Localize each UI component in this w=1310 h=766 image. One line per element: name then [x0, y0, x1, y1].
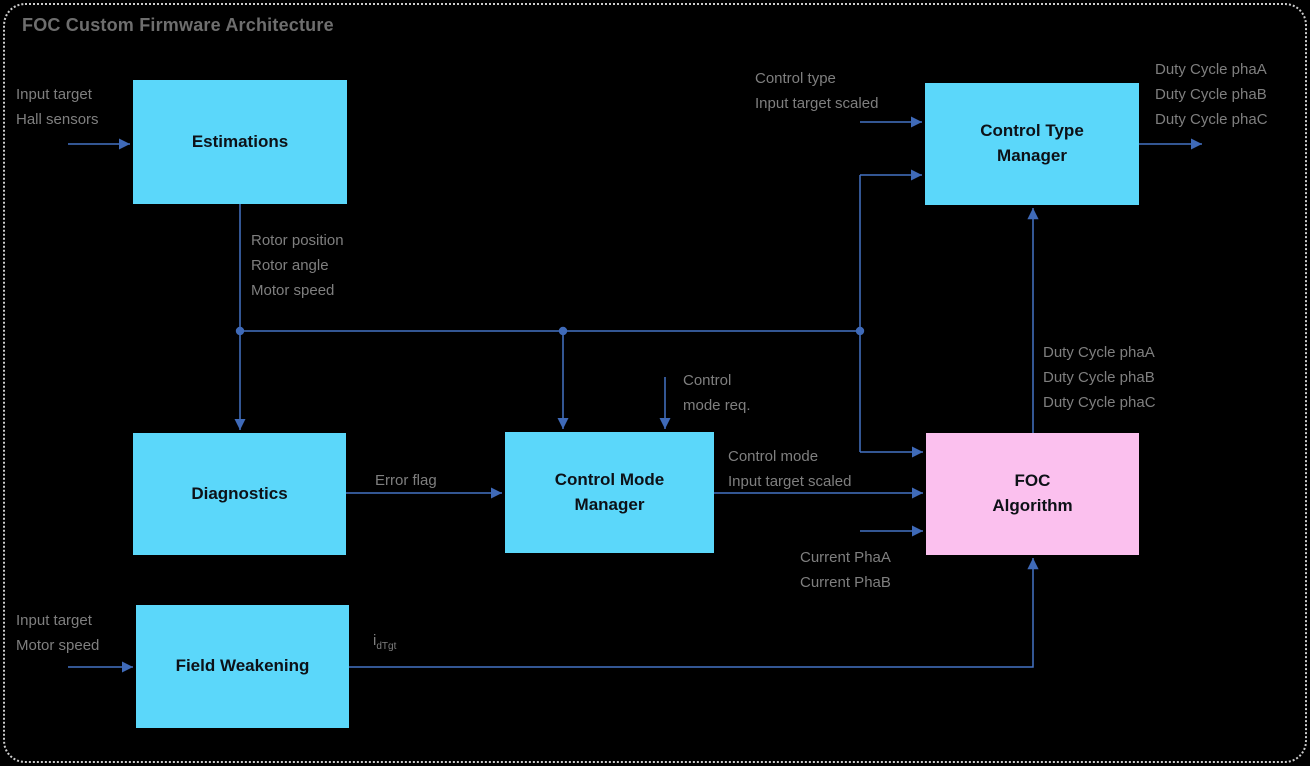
junction-dot — [235, 326, 245, 336]
edge-label-duty-cycle-phaa-mid: Duty Cycle phaA — [1043, 344, 1155, 361]
edge-label-input-target-scaled: Input target scaled — [755, 95, 879, 112]
block-label: Estimations — [191, 131, 289, 151]
block-label: Manager — [997, 146, 1067, 165]
block-foc-algorithm: FOC Algorithm — [926, 433, 1139, 555]
edge-label-duty-cycle-phac-mid: Duty Cycle phaC — [1043, 394, 1156, 411]
edge-label-duty-cycle-phaa: Duty Cycle phaA — [1155, 61, 1267, 78]
edge-label-input-target: Input target — [16, 86, 92, 103]
edge-label-rotor-angle: Rotor angle — [251, 257, 329, 274]
edge-label-motor-speed: Motor speed — [251, 282, 335, 299]
block-label: Manager — [574, 494, 645, 514]
edge-label-idtgt-sub: dTgt — [376, 641, 397, 652]
block-label: FOC — [1014, 471, 1051, 491]
edge-label-idtgt: idTgt — [373, 628, 396, 659]
connector-field-weakening-to-foc — [349, 558, 1039, 668]
page-title: FOC Custom Firmware Architecture — [22, 15, 334, 35]
edge-label-idtgt-base: i — [373, 632, 377, 649]
edge-label-motor-speed-fw: Motor speed — [16, 637, 100, 654]
edge-label-hall-sensors: Hall sensors — [16, 111, 99, 128]
block-label: Control Type — [980, 121, 1084, 141]
edge-label-control-mode-req-1: Control — [683, 372, 732, 389]
edge-label-control-mode-req-2: mode req. — [683, 397, 751, 414]
edge-label-rotor-position: Rotor position — [251, 232, 344, 249]
edge-label-current-phaa: Current PhaA — [800, 549, 891, 566]
edge-label-input-target-scaled-mid: Input target scaled — [728, 473, 852, 490]
edge-label-duty-cycle-phac: Duty Cycle phaC — [1155, 111, 1268, 128]
edge-label-duty-cycle-phab: Duty Cycle phaB — [1155, 86, 1267, 103]
block-label: Algorithm — [992, 496, 1073, 515]
block-estimations: Estimations — [133, 80, 347, 204]
block-label: Diagnostics — [191, 483, 288, 503]
block-field-weakening: Field Weakening — [136, 605, 349, 728]
block-label: Control Mode — [554, 469, 665, 489]
junction-dot — [855, 326, 865, 336]
block-diagnostics: Diagnostics — [133, 433, 346, 555]
edge-label-error-flag: Error flag — [375, 472, 437, 489]
edge-label-control-type: Control type — [755, 70, 836, 87]
edge-label-control-mode: Control mode — [728, 448, 819, 465]
edge-label-current-phab: Current PhaB — [800, 574, 891, 591]
block-control-mode-manager: Control Mode Manager — [505, 432, 714, 553]
block-control-type-manager: Control Type Manager — [925, 83, 1139, 205]
edge-label-input-target-fw: Input target — [16, 612, 92, 629]
junction-dot — [558, 326, 568, 336]
edge-label-duty-cycle-phab-mid: Duty Cycle phaB — [1043, 369, 1155, 386]
block-label: Field Weakening — [175, 656, 310, 676]
